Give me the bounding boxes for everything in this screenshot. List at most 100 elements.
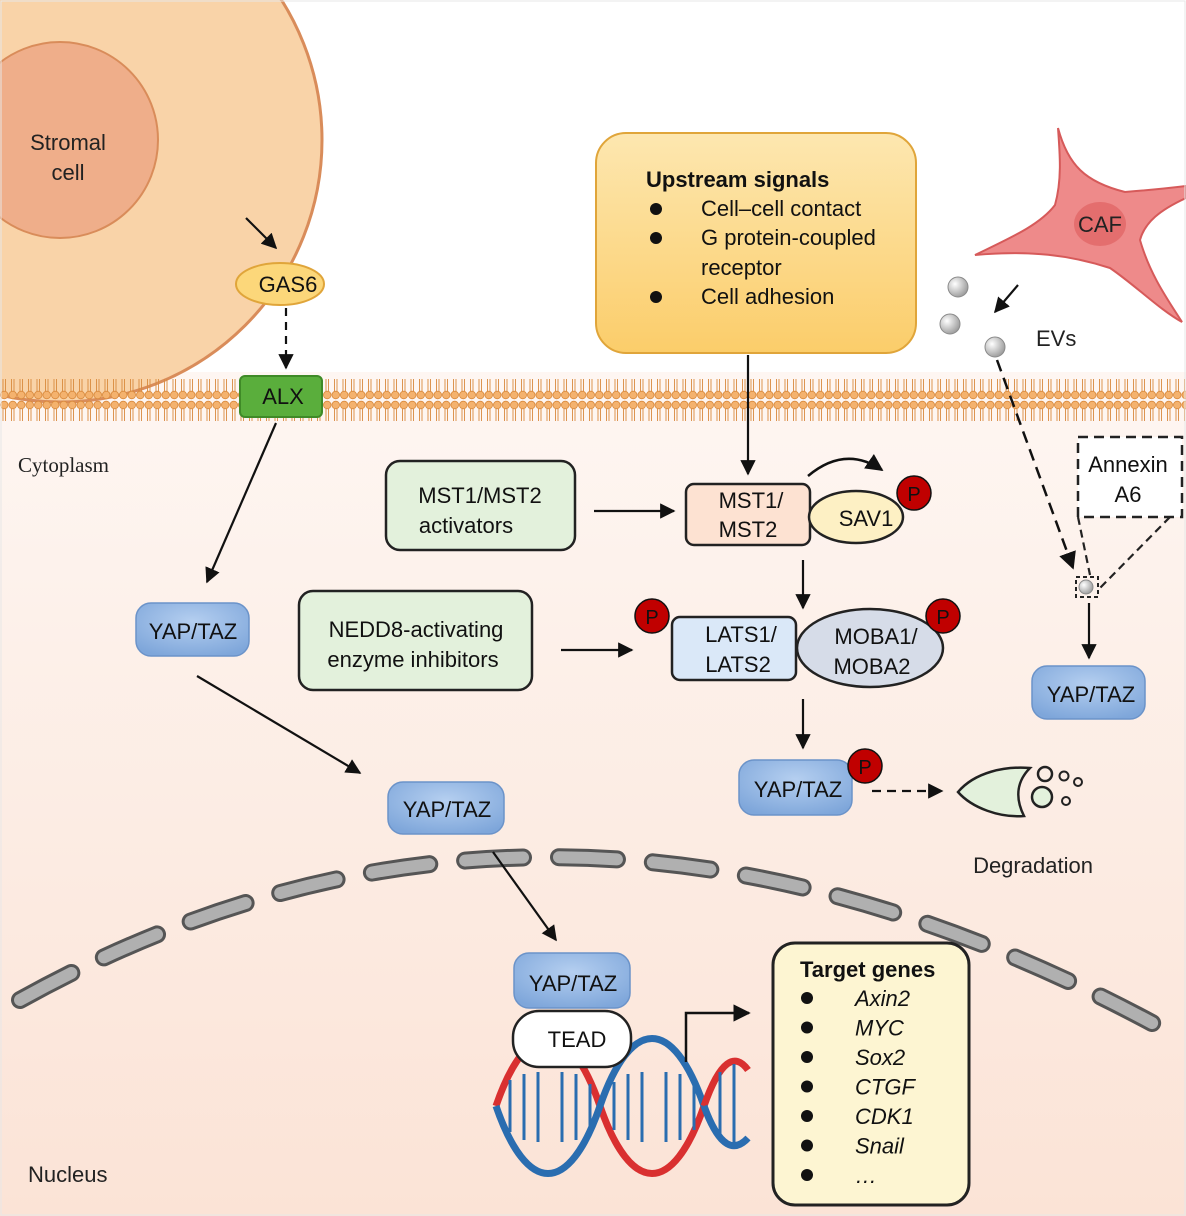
- stromal-label-1: Stromal: [30, 130, 106, 155]
- nedd8-inhibitors-label-1: NEDD8-activating: [329, 617, 504, 642]
- annexin-focus-box: [1075, 576, 1099, 598]
- alx-shape: [239, 375, 323, 418]
- stromal-label-2: cell: [51, 160, 84, 185]
- lats-shape: [670, 615, 798, 682]
- gas6-node: GAS6: [235, 262, 325, 306]
- yap-middle-shape: [387, 781, 505, 835]
- target-gene-item: …: [855, 1163, 877, 1188]
- dna-helix: [492, 1035, 751, 1177]
- annexin-callout-line-right: [1097, 516, 1171, 591]
- fragment-3: [1073, 777, 1083, 787]
- lats-label-2: LATS2: [705, 652, 771, 677]
- mst-activators-box: MST1/MST2 activators: [384, 459, 577, 552]
- dna-strand-red-end: [700, 1057, 751, 1108]
- phospho-lats: [634, 598, 670, 634]
- upstream-item-3: Cell adhesion: [701, 284, 834, 309]
- upstream-bullet-1: [650, 203, 662, 215]
- sav1-label: SAV1: [839, 506, 894, 531]
- mst-label-2: MST2: [719, 517, 778, 542]
- phospho-moba: [925, 598, 961, 634]
- phospho-lats-label: P: [645, 607, 658, 629]
- arrow-yap-to-nucleus: [492, 851, 557, 942]
- yap-nuclear-shape: [513, 952, 631, 1009]
- target-gene-bullet: [801, 1139, 813, 1152]
- ev-vesicle-2: [939, 313, 961, 335]
- yap-taz-phosphorylated: YAP/TAZ P: [738, 748, 883, 816]
- lats-label-1: LATS1/: [705, 622, 778, 647]
- fragment-4: [1030, 785, 1054, 809]
- yap-phospho-label: YAP/TAZ: [754, 777, 842, 802]
- target-genes-title: Target genes: [800, 957, 935, 982]
- target-genes-box: Target genes Axin2MYCSox2CTGFCDK1Snail…: [771, 941, 971, 1207]
- tead-shape: [511, 1009, 633, 1069]
- yap-taz-left: YAP/TAZ: [135, 602, 250, 657]
- target-gene-bullet: [801, 1021, 813, 1034]
- annexin-label-2: A6: [1115, 482, 1142, 507]
- phospho-yap: [847, 748, 883, 784]
- phospho-moba-label: P: [936, 607, 949, 629]
- phospho-sav1-label: P: [907, 484, 920, 506]
- caf-nucleus: [1074, 202, 1126, 246]
- target-gene-item: Axin2: [853, 986, 910, 1011]
- yap-left-shape: [135, 602, 250, 657]
- yap-tead-complex: YAP/TAZ TEAD: [511, 952, 633, 1069]
- target-gene-bullet: [801, 1051, 813, 1063]
- caf-cell: CAF: [974, 127, 1186, 323]
- target-gene-item: Sox2: [855, 1045, 905, 1070]
- phospho-sav1: [896, 475, 932, 511]
- upstream-bullet-3: [650, 291, 662, 303]
- proteasome-shape: [956, 766, 1033, 818]
- arrow-caf-to-evs: [994, 284, 1019, 314]
- dna-base-pairs: [508, 1064, 736, 1146]
- upstream-box-bg: [595, 132, 917, 354]
- ev-vesicle-internal: [1078, 579, 1094, 595]
- target-genes-shape: [771, 941, 971, 1207]
- mst-activators-label-1: MST1/MST2: [418, 483, 541, 508]
- nuclear-envelope-fill: [14, 851, 1171, 1036]
- alx-receptor: ALX: [239, 375, 323, 418]
- target-gene-item: Snail: [855, 1134, 905, 1159]
- mst-sav1-complex: MST1/ MST2 SAV1 P: [684, 453, 932, 547]
- tead-label: TEAD: [548, 1027, 607, 1052]
- upstream-item-2-cont: receptor: [701, 255, 782, 280]
- dna-strand-blue-end: [700, 1104, 751, 1150]
- arrow-yap-to-nuclear-yap: [196, 675, 362, 774]
- gas6-label: GAS6: [259, 272, 318, 297]
- nedd8-inhibitors-box: NEDD8-activating enzyme inhibitors: [297, 589, 534, 692]
- nedd8-inhibitors-shape: [297, 589, 534, 692]
- yap-phospho-shape: [738, 759, 853, 816]
- yap-taz-middle: YAP/TAZ: [387, 781, 505, 835]
- mst-label-1: MST1/: [719, 488, 785, 513]
- stromal-cell: Stromal cell: [0, 0, 324, 404]
- lats-moba-complex: MOBA1/ MOBA2 LATS1/ LATS2 P P: [634, 598, 961, 689]
- yap-taz-right: YAP/TAZ: [1031, 665, 1146, 720]
- moba-label-1: MOBA1/: [834, 624, 918, 649]
- annexin-box: [1076, 435, 1184, 519]
- cytoplasm-label: Cytoplasm: [18, 453, 109, 477]
- dna-strand-blue: [492, 1035, 708, 1177]
- proteasome: [956, 765, 1083, 818]
- evs-label: EVs: [1036, 326, 1076, 351]
- upstream-signals-box: Upstream signals Cell–cell contact G pro…: [595, 132, 917, 354]
- target-gene-bullet: [801, 1110, 813, 1122]
- upstream-title: Upstream signals: [646, 167, 829, 192]
- yap-right-shape: [1031, 665, 1146, 720]
- fragment-2: [1058, 770, 1070, 782]
- upstream-item-1: Cell–cell contact: [701, 196, 861, 221]
- fragment-5: [1061, 796, 1071, 806]
- annexin-label-1: Annexin: [1088, 452, 1168, 477]
- nedd8-inhibitors-label-2: enzyme inhibitors: [327, 647, 498, 672]
- upstream-bullet-2: [650, 232, 662, 244]
- target-gene-bullet: [801, 992, 813, 1004]
- mst-activators-label-2: activators: [419, 513, 513, 538]
- yap-nuclear-label: YAP/TAZ: [529, 971, 617, 996]
- extracellular-vesicles: EVs: [939, 276, 1076, 358]
- plasma-membrane: [0, 372, 1186, 422]
- fragment-1: [1036, 765, 1054, 783]
- yap-right-label: YAP/TAZ: [1047, 682, 1135, 707]
- degradation-label: Degradation: [973, 853, 1093, 878]
- ev-vesicle-3: [984, 336, 1006, 358]
- phospho-yap-label: P: [858, 757, 871, 779]
